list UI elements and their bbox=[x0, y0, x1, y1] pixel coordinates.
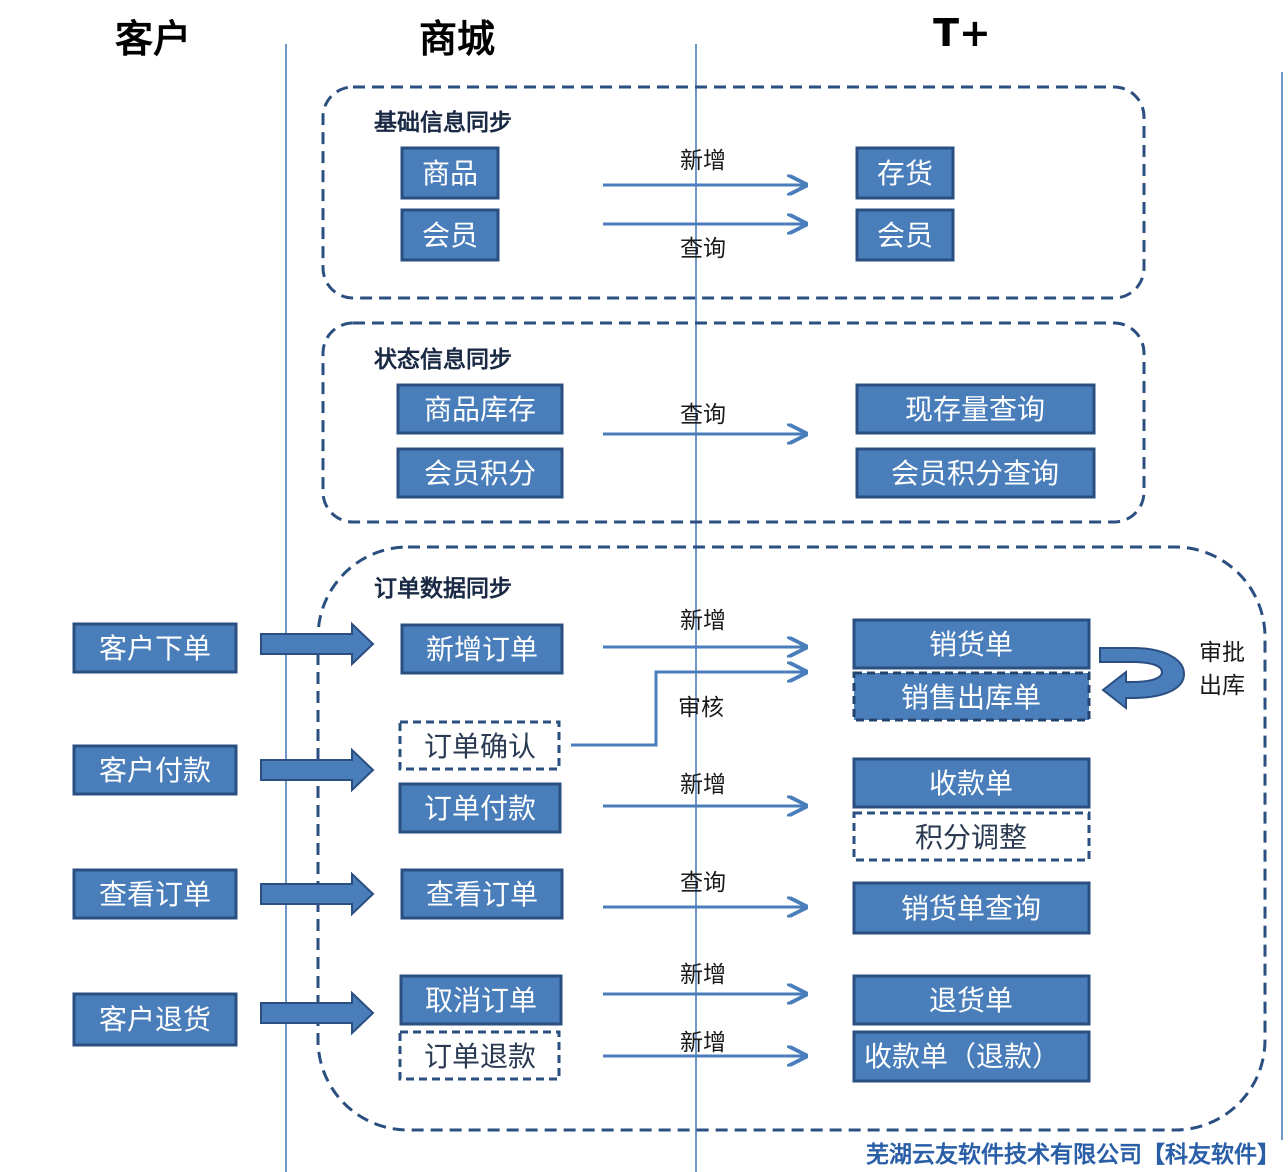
box-mall-new-order bbox=[400, 623, 564, 675]
box-t-sales-order-label: 销货单 bbox=[929, 628, 1013, 661]
box-cust-return bbox=[72, 992, 238, 1047]
box-t-receipt bbox=[852, 757, 1091, 809]
label-basic-query: 查询 bbox=[680, 236, 726, 262]
box-cust-view-order bbox=[72, 868, 238, 920]
box-t-inventory bbox=[855, 146, 955, 200]
box-mall-cancel-order bbox=[399, 974, 563, 1026]
label-order-add-4: 新增 bbox=[680, 1030, 726, 1056]
box-t-sales-query-label: 销货单查询 bbox=[901, 892, 1041, 925]
block-arrow-pay bbox=[260, 747, 375, 793]
box-mall-stock-label: 商品库存 bbox=[424, 393, 536, 426]
group-basic-sync bbox=[321, 85, 1146, 300]
box-mall-view-order-label: 查看订单 bbox=[426, 878, 538, 911]
box-t-sales-outbound-label: 销售出库单 bbox=[901, 681, 1041, 714]
box-t-points-adjust bbox=[852, 811, 1091, 862]
box-t-receipt-refund-label: 收款单（退款） bbox=[864, 1040, 1060, 1073]
box-cust-pay-label: 客户付款 bbox=[99, 754, 211, 787]
section-title-basic: 基础信息同步 bbox=[374, 109, 512, 136]
group-order-sync bbox=[316, 545, 1267, 1132]
section-title-order: 订单数据同步 bbox=[374, 576, 512, 602]
column-header-customer: 客户 bbox=[115, 17, 191, 61]
label-order-add-1: 新增 bbox=[680, 608, 726, 634]
label-outbound: 出库 bbox=[1199, 673, 1245, 699]
box-cust-place-order-label: 客户下单 bbox=[99, 632, 211, 665]
box-t-sales-query bbox=[852, 881, 1091, 935]
box-mall-view-order bbox=[400, 868, 564, 920]
box-cust-place-order bbox=[72, 622, 238, 674]
box-t-points-query bbox=[855, 447, 1096, 499]
box-t-inventory-label: 存货 bbox=[877, 157, 933, 190]
box-t-stock-query bbox=[855, 383, 1096, 435]
box-mall-confirm-order-label: 订单确认 bbox=[424, 730, 536, 763]
section-title-status: 状态信息同步 bbox=[374, 346, 512, 373]
box-mall-cancel-order-label: 取消订单 bbox=[425, 984, 537, 1017]
label-order-add-3: 新增 bbox=[680, 962, 726, 988]
label-basic-add: 新增 bbox=[680, 148, 726, 174]
box-mall-member-label: 会员 bbox=[422, 219, 478, 252]
block-arrow-return bbox=[260, 990, 375, 1036]
block-arrow-place-order bbox=[260, 621, 375, 667]
group-status-sync bbox=[321, 321, 1146, 524]
box-t-member bbox=[855, 208, 955, 262]
box-mall-goods bbox=[400, 146, 500, 200]
label-order-add-2: 新增 bbox=[680, 772, 726, 798]
box-mall-new-order-label: 新增订单 bbox=[426, 633, 538, 666]
label-approve: 审批 bbox=[1199, 640, 1245, 666]
box-mall-points bbox=[396, 447, 564, 499]
label-order-query: 查询 bbox=[680, 870, 726, 896]
label-status-query: 查询 bbox=[680, 402, 726, 428]
box-mall-order-refund bbox=[398, 1030, 561, 1081]
company-footer: 芜湖云友软件技术有限公司【科友软件】 bbox=[866, 1141, 1280, 1168]
box-t-receipt-refund bbox=[852, 1030, 1091, 1083]
box-t-member-label: 会员 bbox=[877, 219, 933, 252]
box-mall-goods-label: 商品 bbox=[422, 157, 478, 190]
column-header-tplus: T+ bbox=[933, 11, 991, 55]
box-t-stock-query-label: 现存量查询 bbox=[905, 393, 1045, 426]
box-t-return-order bbox=[852, 974, 1091, 1026]
block-arrow-view-order bbox=[260, 871, 375, 917]
box-t-return-order-label: 退货单 bbox=[929, 984, 1013, 1017]
box-mall-order-refund-label: 订单退款 bbox=[424, 1040, 536, 1073]
box-mall-stock bbox=[396, 383, 564, 435]
box-cust-pay bbox=[72, 744, 238, 796]
box-t-points-adjust-label: 积分调整 bbox=[915, 821, 1027, 854]
box-mall-order-payment bbox=[398, 782, 562, 834]
box-t-points-query-label: 会员积分查询 bbox=[891, 457, 1059, 490]
box-mall-confirm-order bbox=[398, 720, 561, 771]
curved-arrow-approve-outbound bbox=[1099, 647, 1186, 711]
box-mall-points-label: 会员积分 bbox=[424, 457, 536, 490]
box-t-receipt-label: 收款单 bbox=[929, 767, 1013, 800]
box-mall-member bbox=[400, 208, 500, 262]
label-order-audit: 审核 bbox=[678, 695, 724, 721]
box-cust-view-order-label: 查看订单 bbox=[99, 878, 211, 911]
arrow-order-audit bbox=[571, 672, 806, 747]
column-header-mall: 商城 bbox=[419, 17, 495, 61]
box-cust-return-label: 客户退货 bbox=[99, 1003, 211, 1036]
box-t-sales-order bbox=[852, 618, 1091, 670]
box-mall-order-payment-label: 订单付款 bbox=[424, 792, 536, 825]
box-t-sales-outbound bbox=[852, 671, 1091, 722]
